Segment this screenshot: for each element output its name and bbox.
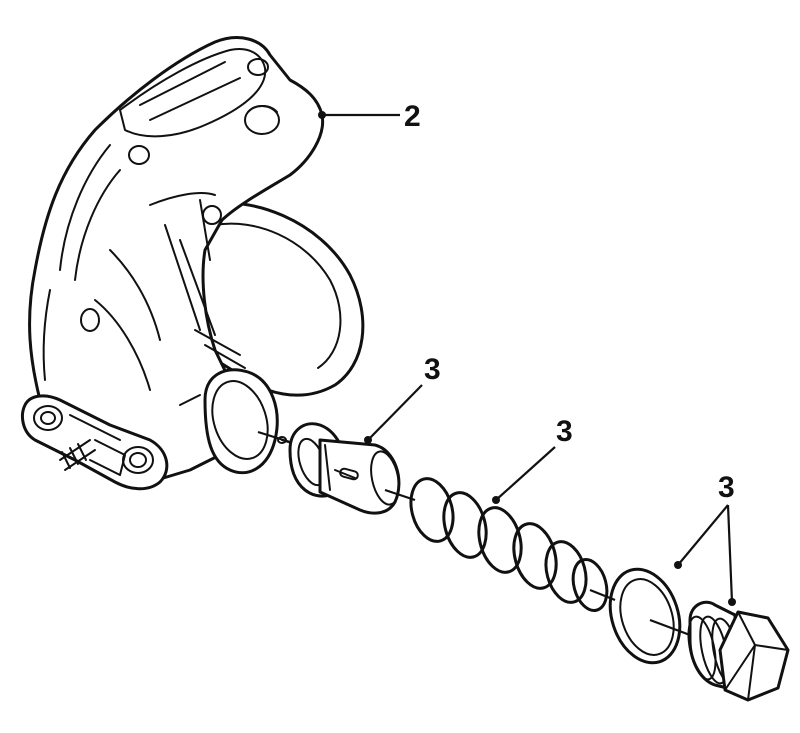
callout-leaders — [318, 111, 736, 606]
sealing-ring — [608, 567, 682, 665]
thermostat-housing — [21, 36, 365, 491]
callout-label-spring: 3 — [556, 415, 573, 448]
coil-spring — [409, 477, 609, 612]
thermostat-element — [277, 422, 401, 515]
assembly-axis-1 — [257, 430, 291, 444]
assembly-axis-4 — [649, 618, 691, 637]
screw-plug — [687, 600, 790, 702]
callout-label-seal-and-plug: 3 — [718, 471, 735, 504]
callout-label-housing: 2 — [404, 100, 421, 133]
callout-label-thermostat: 3 — [424, 353, 441, 386]
